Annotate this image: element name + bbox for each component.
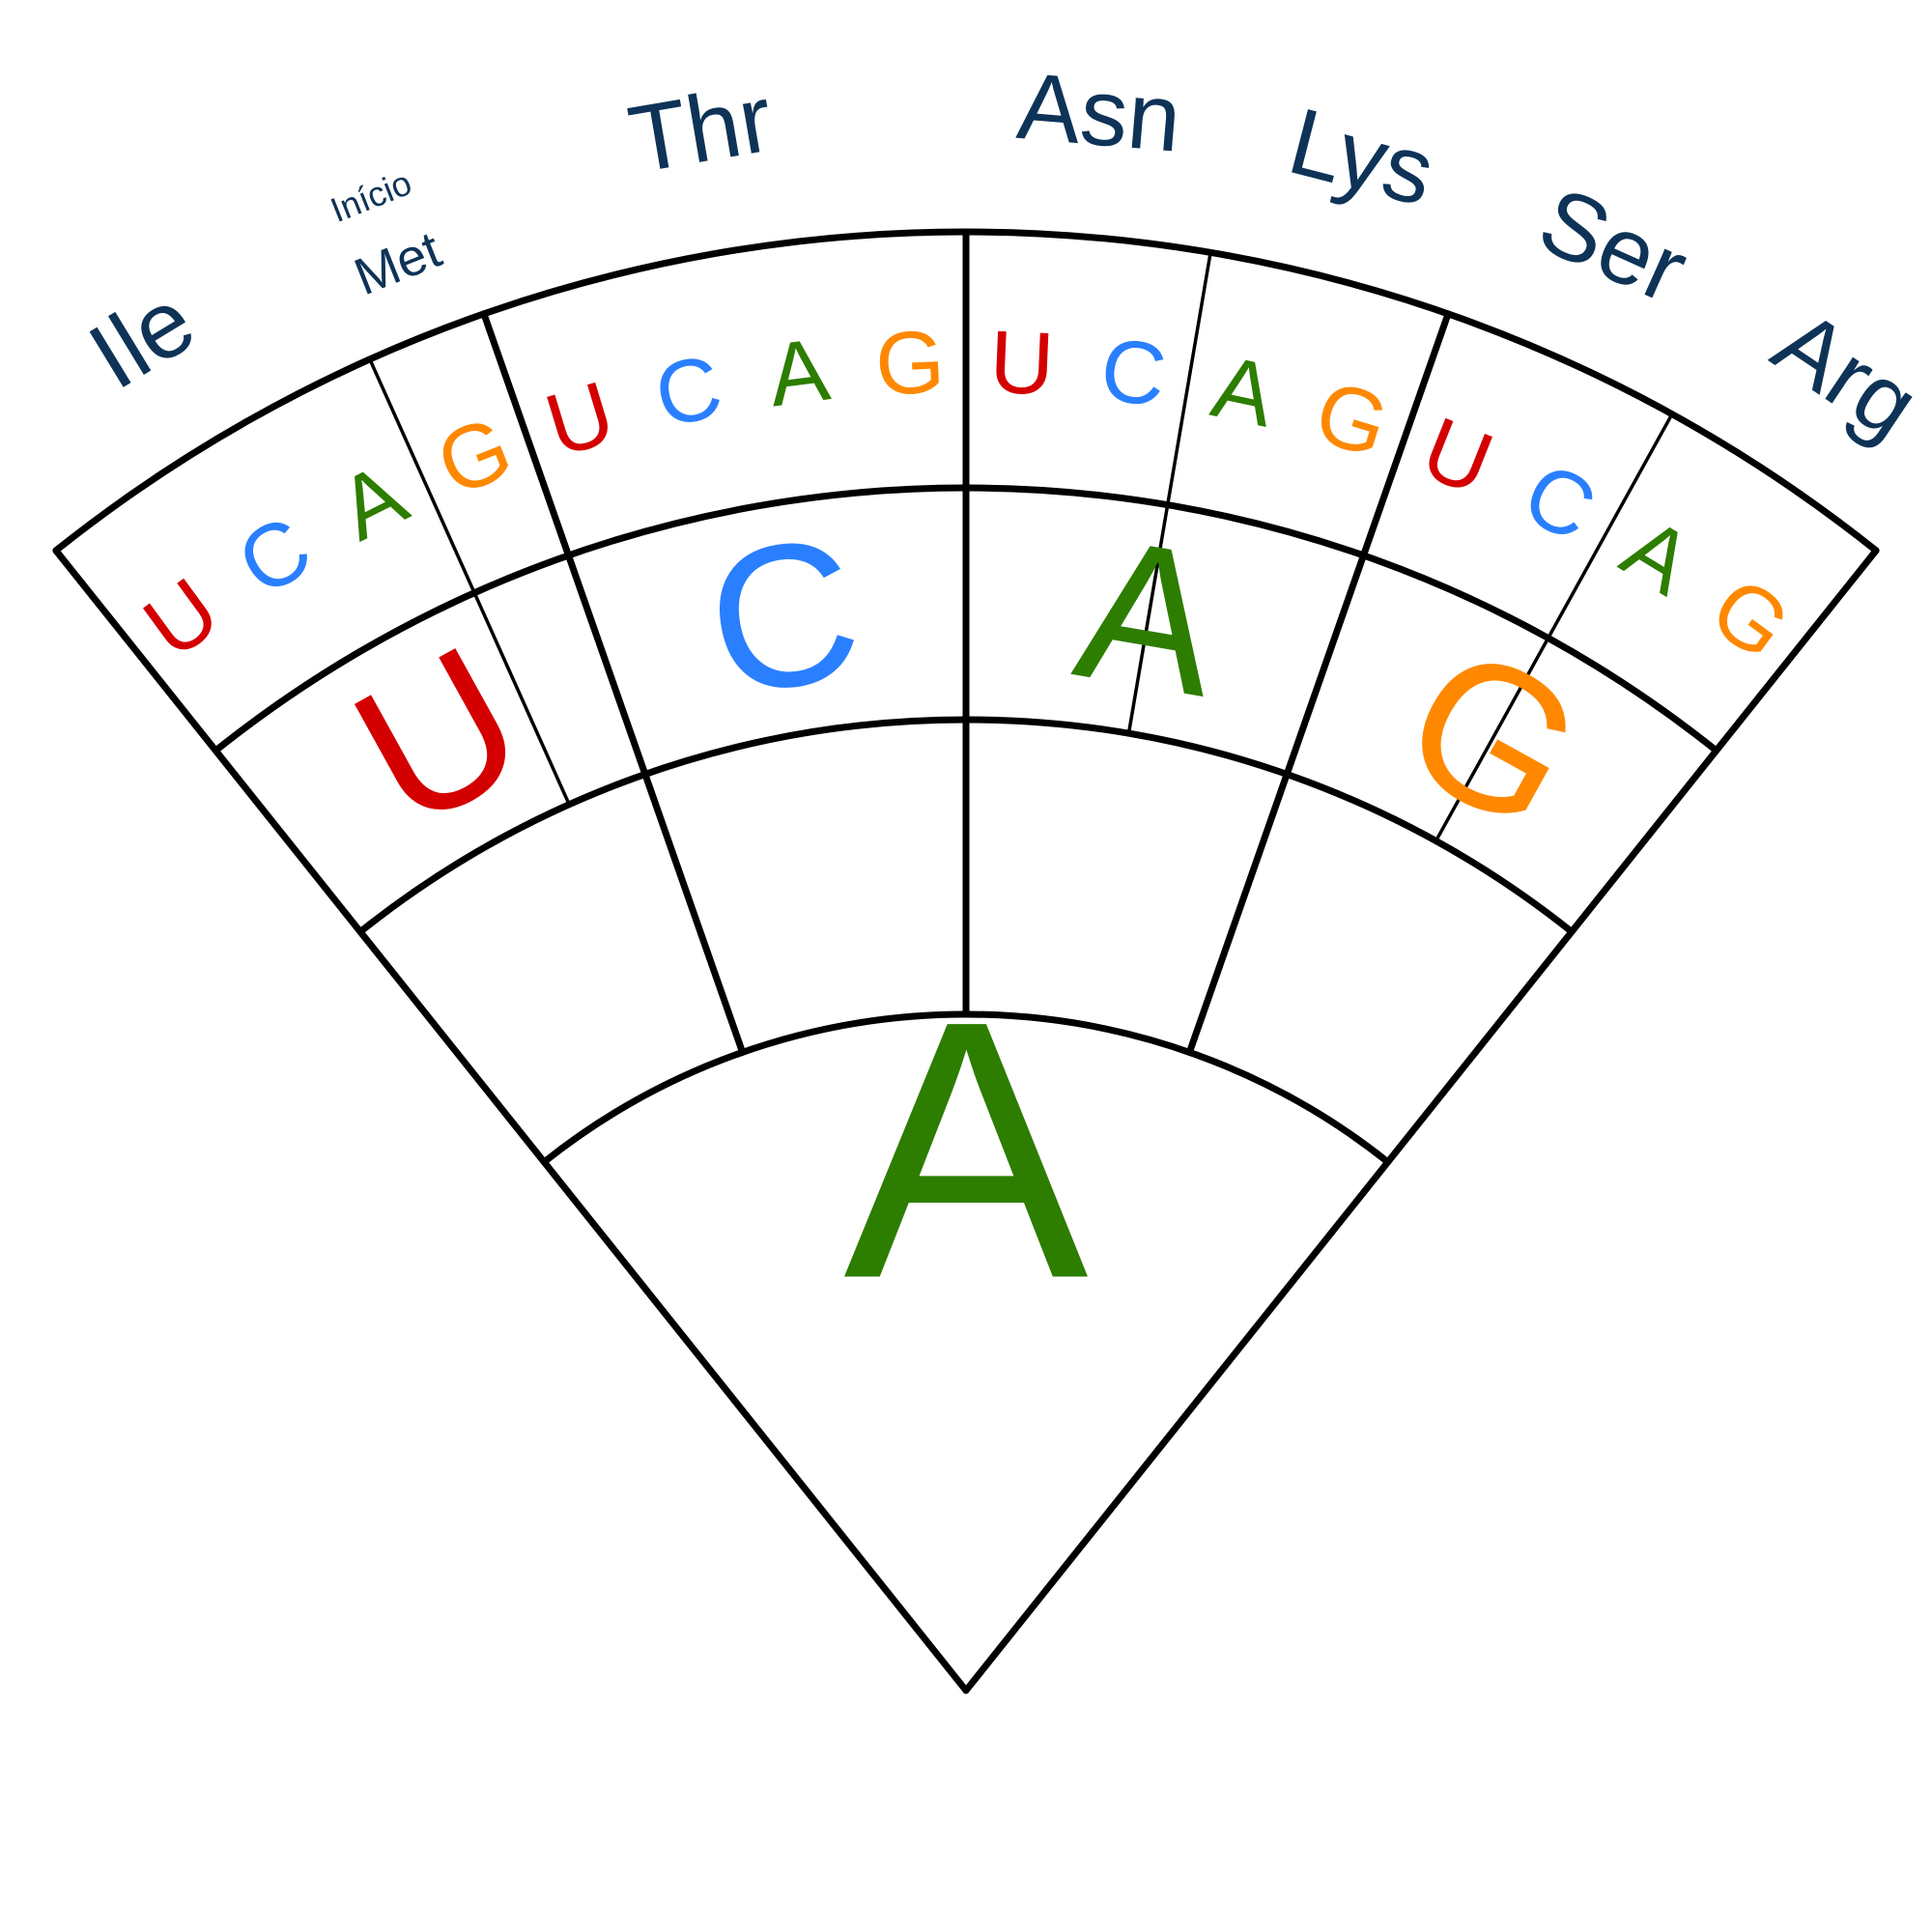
amino-acid-ile: Ile: [71, 267, 213, 410]
second-base-letter: G: [1370, 600, 1618, 875]
second-base-divider: [480, 310, 747, 1056]
sector-edge: [52, 547, 970, 1694]
amino-acid-thr: Thr: [621, 65, 779, 193]
amino-acid-met: Met: [347, 220, 449, 306]
amino-acid-asn: Asn: [1013, 52, 1185, 172]
third-base-letter: A: [1606, 498, 1709, 613]
amino-acid-arg: Arg: [1756, 289, 1932, 459]
amino-acid-divider: [1126, 250, 1212, 735]
third-base-letter: G: [1304, 362, 1399, 476]
second-base-letter: C: [692, 492, 874, 740]
second-base-letter: A: [1063, 493, 1234, 739]
third-base-letter: C: [221, 497, 327, 615]
third-base-letter: G: [873, 313, 947, 414]
amino-acid-lys: Lys: [1279, 87, 1445, 226]
second-base-letter: U: [320, 602, 557, 871]
sector-edge: [962, 547, 1880, 1694]
third-base-letter: U: [988, 313, 1057, 414]
third-base-letter: U: [535, 363, 625, 476]
second-base-divider: [1185, 310, 1452, 1056]
amino-acid-ser: Ser: [1524, 166, 1702, 324]
third-base-letter: A: [324, 444, 421, 559]
amino-acid-divider: [1434, 412, 1674, 843]
start-codon-note: Início: [325, 162, 416, 230]
third-base-letter: U: [1409, 399, 1505, 514]
third-base-letter: C: [1509, 443, 1610, 560]
third-base-letter: C: [1095, 320, 1172, 426]
third-base-letter: A: [763, 320, 835, 425]
third-base-letter: C: [647, 337, 730, 447]
third-base-letter: G: [424, 398, 525, 515]
third-base-letter: A: [1205, 337, 1284, 446]
first-base-letter: A: [843, 945, 1090, 1355]
amino-acid-divider: [368, 357, 571, 807]
